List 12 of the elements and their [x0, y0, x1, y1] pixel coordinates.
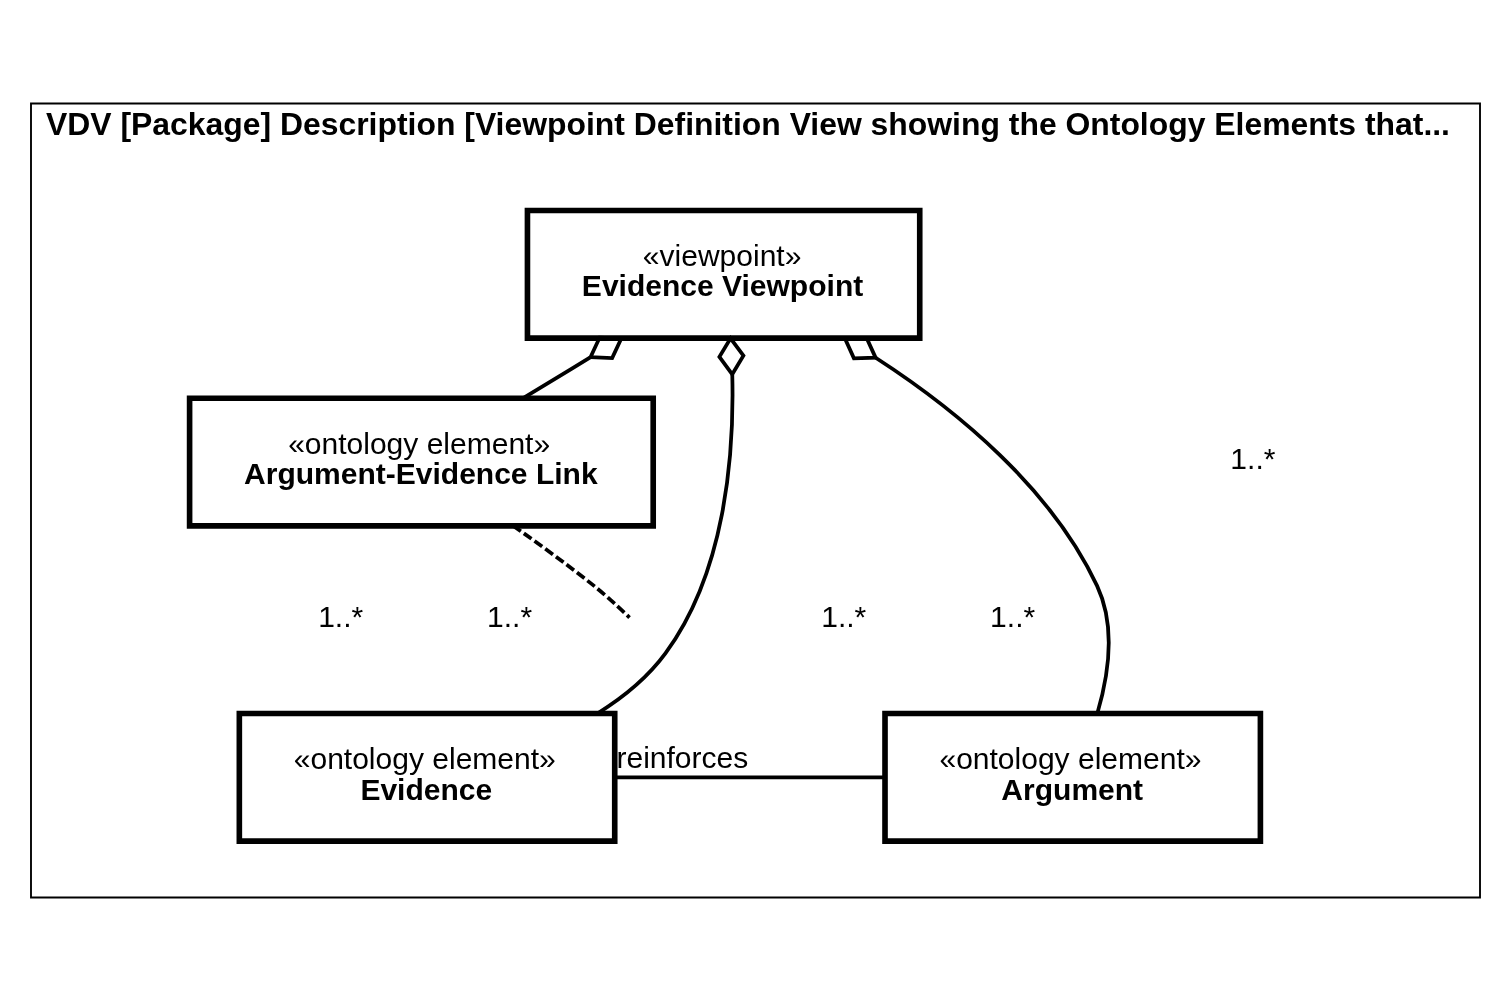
node-box: «ontology element» Argument-Evidence Link	[186, 395, 657, 529]
label: 1..*	[990, 599, 1036, 633]
edge-label: reinforces	[616, 740, 749, 774]
label: 1..*	[318, 599, 364, 633]
label: 1..*	[821, 599, 867, 633]
node-box: «viewpoint» Evidence Viewpoint	[524, 207, 923, 341]
node-box: «ontology element» Evidence	[236, 710, 618, 844]
connector	[512, 524, 631, 619]
label: 1..*	[487, 599, 533, 633]
node-box: «ontology element» Argument	[882, 710, 1264, 844]
label: 1..*	[1230, 442, 1276, 476]
connector	[614, 775, 885, 780]
